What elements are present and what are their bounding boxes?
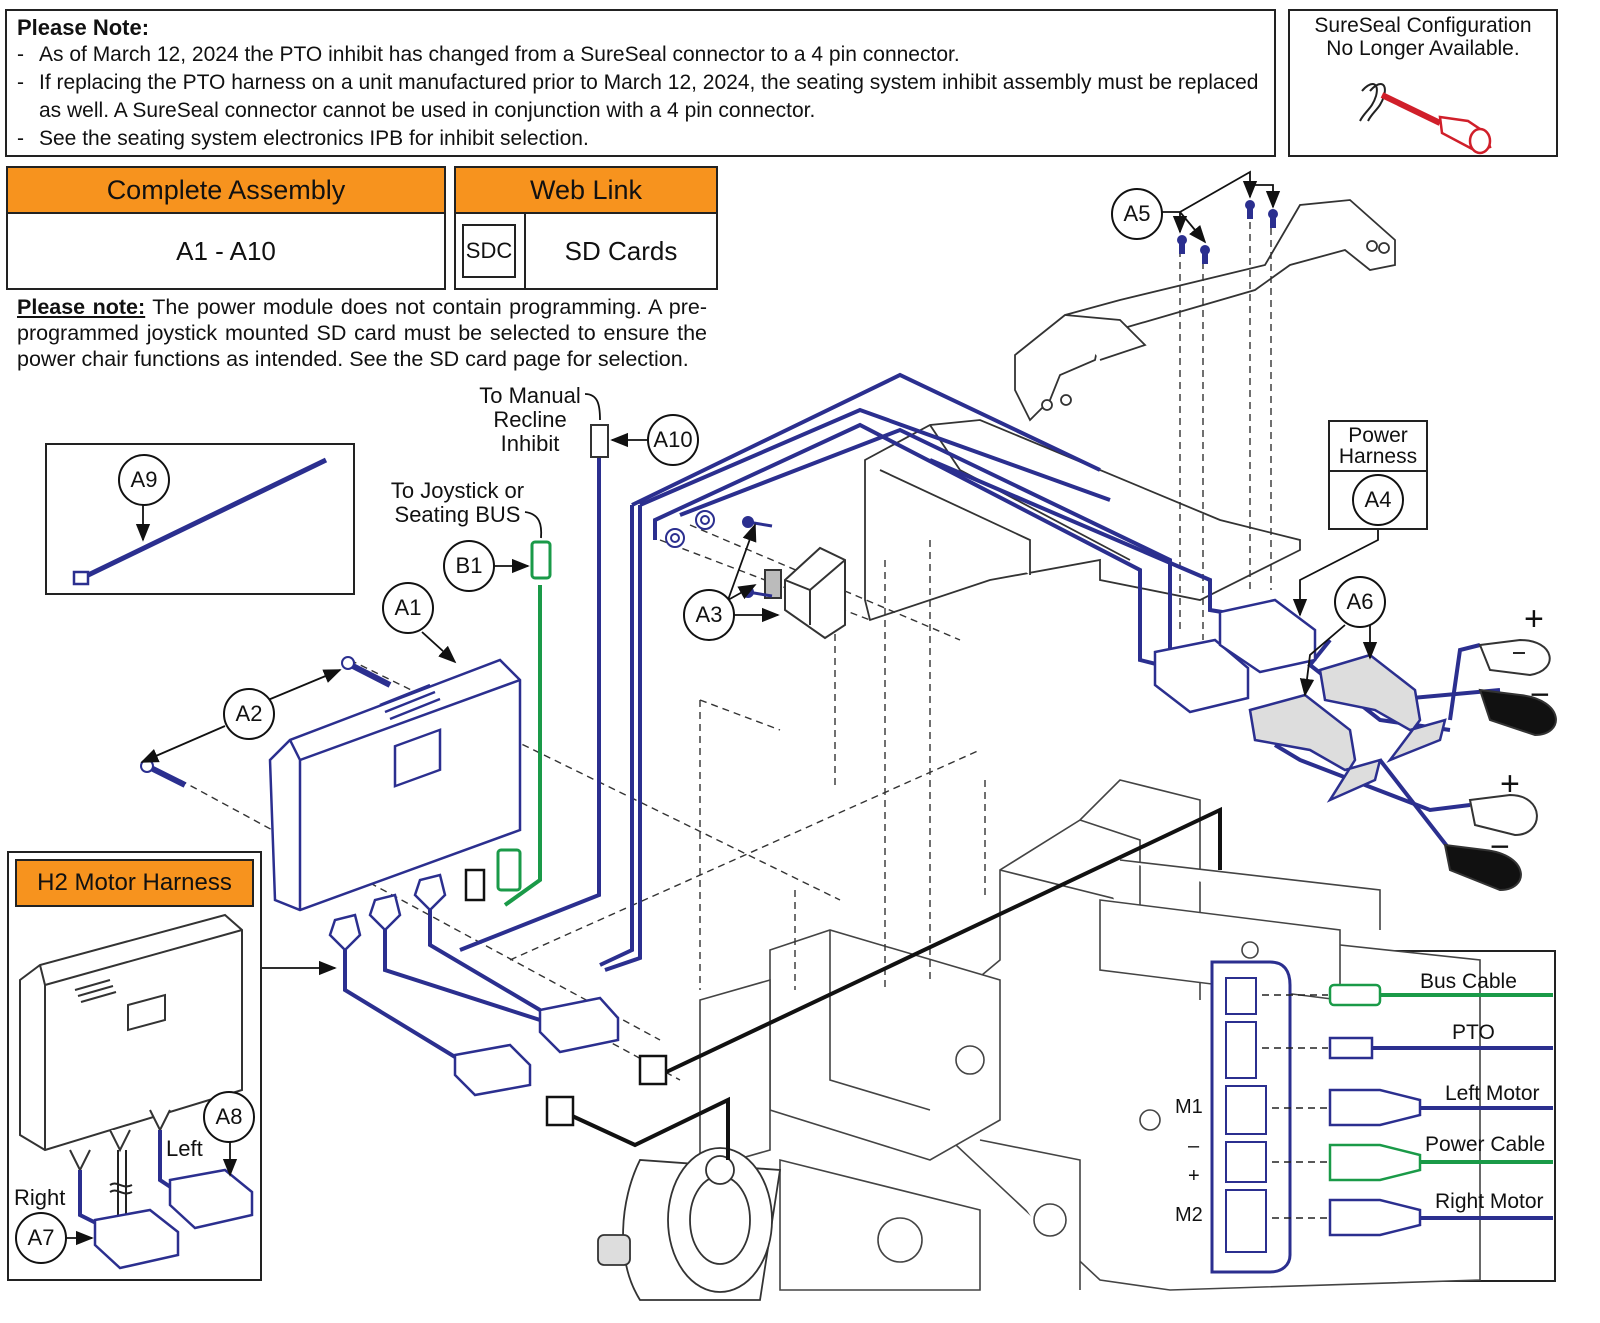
callout-circles — [15, 188, 1404, 1264]
callout-a1: A1 — [394, 595, 422, 620]
green-bus-plug — [496, 848, 522, 892]
top-note-box: Please Note: -As of March 12, 2024 the P… — [5, 9, 1276, 157]
web-link-header: Web Link — [456, 168, 716, 214]
motor — [597, 1147, 782, 1301]
sureseal-connector-illustration — [1359, 83, 1492, 155]
top-note-line-2: -If replacing the PTO harness on a unit … — [17, 71, 1259, 122]
port-label-plus: + — [1188, 1165, 1200, 1187]
plus-terminal-2: + — [1500, 765, 1520, 803]
programming-note-label: Please note: — [17, 295, 146, 319]
h2-wires — [78, 1130, 177, 1227]
sd-cards-link[interactable]: SD Cards — [524, 214, 716, 288]
legend-pto: PTO — [1452, 1021, 1495, 1044]
programming-note-text: The power module does not contain progra… — [17, 295, 707, 371]
complete-assembly-table: Complete Assembly A1 - A10 — [6, 166, 446, 290]
sureseal-box: SureSeal Configuration No Longer Availab… — [1288, 9, 1558, 157]
legend-dashes — [1262, 994, 1328, 1219]
sdc-code-box[interactable]: SDC — [462, 224, 516, 278]
h2-module — [19, 913, 243, 1173]
port-label-m2: M2 — [1175, 1204, 1203, 1226]
pto-connector-2 — [545, 1095, 575, 1127]
manual-recline-connector — [590, 424, 609, 458]
battery-connectors — [1248, 653, 1447, 803]
a3-screws — [665, 510, 773, 598]
callout-a9: A9 — [130, 467, 158, 492]
legend-bus-cable: Bus Cable — [1420, 970, 1517, 993]
callout-a6: A6 — [1346, 589, 1374, 614]
plus-terminal-1: + — [1524, 600, 1544, 638]
callout-a3: A3 — [695, 602, 723, 627]
inhibit-module — [764, 546, 846, 640]
port-label-minus: – — [1188, 1135, 1200, 1157]
callout-a2: A2 — [235, 701, 263, 726]
legend-left-motor: Left Motor — [1445, 1082, 1540, 1105]
legend-cables — [1328, 983, 1553, 1237]
complete-assembly-value: A1 - A10 — [176, 235, 276, 266]
joystick-bus-label: To Joystick or Seating BUS — [390, 478, 525, 527]
legend-right-motor: Right Motor — [1435, 1190, 1544, 1213]
h2-motor-harness-title: H2 Motor Harness — [15, 859, 254, 907]
pto-connector-1 — [638, 1054, 668, 1086]
callout-a7: A7 — [27, 1225, 55, 1250]
callout-a8: A8 — [215, 1104, 243, 1129]
callout-a10: A10 — [653, 427, 693, 452]
port-label-m1: M1 — [1175, 1096, 1203, 1118]
power-module — [268, 658, 522, 952]
green-bus-wire — [503, 585, 542, 907]
green-bus-connector — [530, 540, 552, 580]
legend-controller — [1210, 960, 1292, 1274]
right-motor-label: Right — [14, 1185, 66, 1210]
top-note-line-3: -See the seating system electronics IPB … — [17, 127, 589, 150]
minus-terminal-2: − — [1490, 828, 1510, 866]
callout-a5: A5 — [1123, 201, 1151, 226]
power-harness-line-1: Power — [1348, 424, 1408, 447]
top-note-line-1: -As of March 12, 2024 the PTO inhibit ha… — [17, 43, 960, 66]
cable-tie — [72, 457, 328, 586]
complete-assembly-header: Complete Assembly — [8, 168, 444, 214]
power-harness-line-2: Harness — [1338, 445, 1418, 468]
black-small-connector — [464, 868, 486, 902]
black-pto-wire — [569, 806, 1222, 1160]
a5-screws — [1177, 200, 1278, 264]
sureseal-line-1: SureSeal Configuration — [1314, 14, 1532, 37]
left-motor-label: Left — [166, 1136, 203, 1161]
web-link-table: Web Link SDC SD Cards — [454, 166, 718, 290]
h2-connectors — [93, 1168, 254, 1270]
manual-recline-label: To Manual Recline Inhibit — [479, 383, 581, 456]
top-note-title: Please Note: — [17, 15, 150, 40]
sureseal-line-2: No Longer Available. — [1326, 37, 1520, 60]
minus-terminal-1: − — [1530, 676, 1550, 714]
callout-b1: B1 — [455, 553, 483, 578]
legend-power-cable: Power Cable — [1425, 1133, 1546, 1156]
callout-leaders — [66, 170, 1525, 1246]
callout-a4: A4 — [1364, 487, 1392, 512]
a2-screws — [140, 656, 392, 788]
programming-note: Please note: The power module does not c… — [17, 294, 707, 372]
battery-terminals — [1443, 638, 1557, 892]
motor-connectors — [453, 598, 1317, 1097]
seat-bracket — [1014, 199, 1396, 422]
